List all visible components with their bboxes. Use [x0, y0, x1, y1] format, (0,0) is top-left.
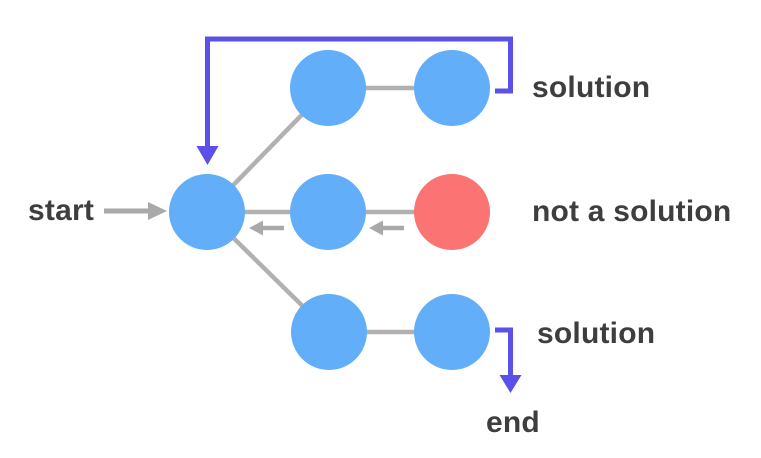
loop-back-arrow-head-icon [196, 146, 219, 165]
label-solution-top: solution [532, 71, 651, 104]
node-top-1 [290, 50, 366, 126]
start-arrow-head-icon [148, 202, 167, 220]
backtrack-arrow-1-head-icon [249, 220, 263, 236]
label-solution-bottom: solution [537, 317, 656, 350]
node-bottom-1 [291, 294, 367, 370]
node-middle-2-not-a-solution [414, 174, 490, 250]
end-arrow [495, 327, 522, 393]
label-start: start [28, 194, 95, 227]
end-arrow-path [495, 327, 513, 376]
node-middle-1 [290, 174, 366, 250]
tree-nodes [169, 50, 490, 370]
loop-back-arrow [196, 36, 513, 165]
node-start [169, 174, 245, 250]
backtrack-arrow-2 [369, 220, 404, 236]
backtrack-arrow-1 [249, 220, 284, 236]
loop-back-arrow-path [205, 36, 513, 147]
start-arrow [104, 202, 167, 220]
label-end: end [486, 406, 540, 439]
node-top-2-solution [414, 50, 490, 126]
end-arrow-head-icon [499, 375, 522, 393]
label-not-a-solution: not a solution [532, 195, 732, 228]
node-bottom-2-solution [414, 294, 490, 370]
backtrack-arrow-2-head-icon [369, 220, 383, 236]
